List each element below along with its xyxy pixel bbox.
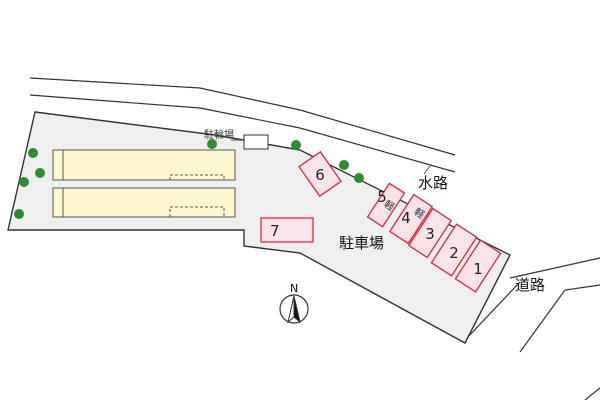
balcony-line-lower [169,206,225,217]
svg-text:6: 6 [315,166,325,184]
bicycle-parking: 駐輪場 [204,128,269,150]
svg-text:2: 2 [449,244,459,262]
svg-text:1: 1 [473,260,483,278]
waterway-banks [29,77,456,173]
tree-icon [35,168,45,178]
svg-text:3: 3 [425,225,435,243]
road-label: 道路 [515,276,545,294]
road-edges [464,257,600,400]
trees [14,139,364,219]
parking-space-1: 1 [454,239,502,293]
parking-space-7: 7 [260,217,314,243]
road-edge-top [509,257,600,279]
waterway-label: 水路 [418,174,448,192]
tree-icon [28,148,38,158]
tree-icon [19,177,29,187]
waterway-label-leader [423,165,431,175]
balcony-line-upper [169,174,225,180]
road-edge-left [464,281,521,341]
waterway-bank-bottom [29,94,456,173]
svg-text:7: 7 [270,222,280,240]
north-label: N [290,282,298,295]
waterway-bank-top [29,77,456,156]
parking-space-5: 5 軽 [366,182,406,228]
parking-space-3: 3 [407,207,453,259]
parking-lot-label: 駐車場 [339,234,384,252]
parking-space-6: 6 [298,150,342,198]
bicycle-parking-shed [243,134,269,150]
road-edge-right [584,387,600,400]
tree-icon [291,140,301,150]
building-lower-wing [62,187,236,218]
building-upper-wing [62,149,236,181]
bicycle-parking-label: 駐輪場 [204,128,234,141]
north-arrow: N [279,282,309,324]
parking-row: 5 軽 4 軽 3 2 1 [366,182,502,293]
north-arrow-right-half [293,295,301,324]
svg-text:4: 4 [401,209,411,227]
svg-text:5: 5 [377,188,387,206]
road-edge-lower [519,284,600,353]
tree-icon [14,209,24,219]
building-entrance-upper [52,149,64,181]
building-entrance-lower [52,187,64,218]
apartment-building [52,149,236,218]
tree-icon [339,160,349,170]
parking-space-2: 2 [430,223,478,277]
tree-icon [354,173,364,183]
parking-space-4: 4 軽 [388,193,434,245]
tree-icon [207,139,217,149]
